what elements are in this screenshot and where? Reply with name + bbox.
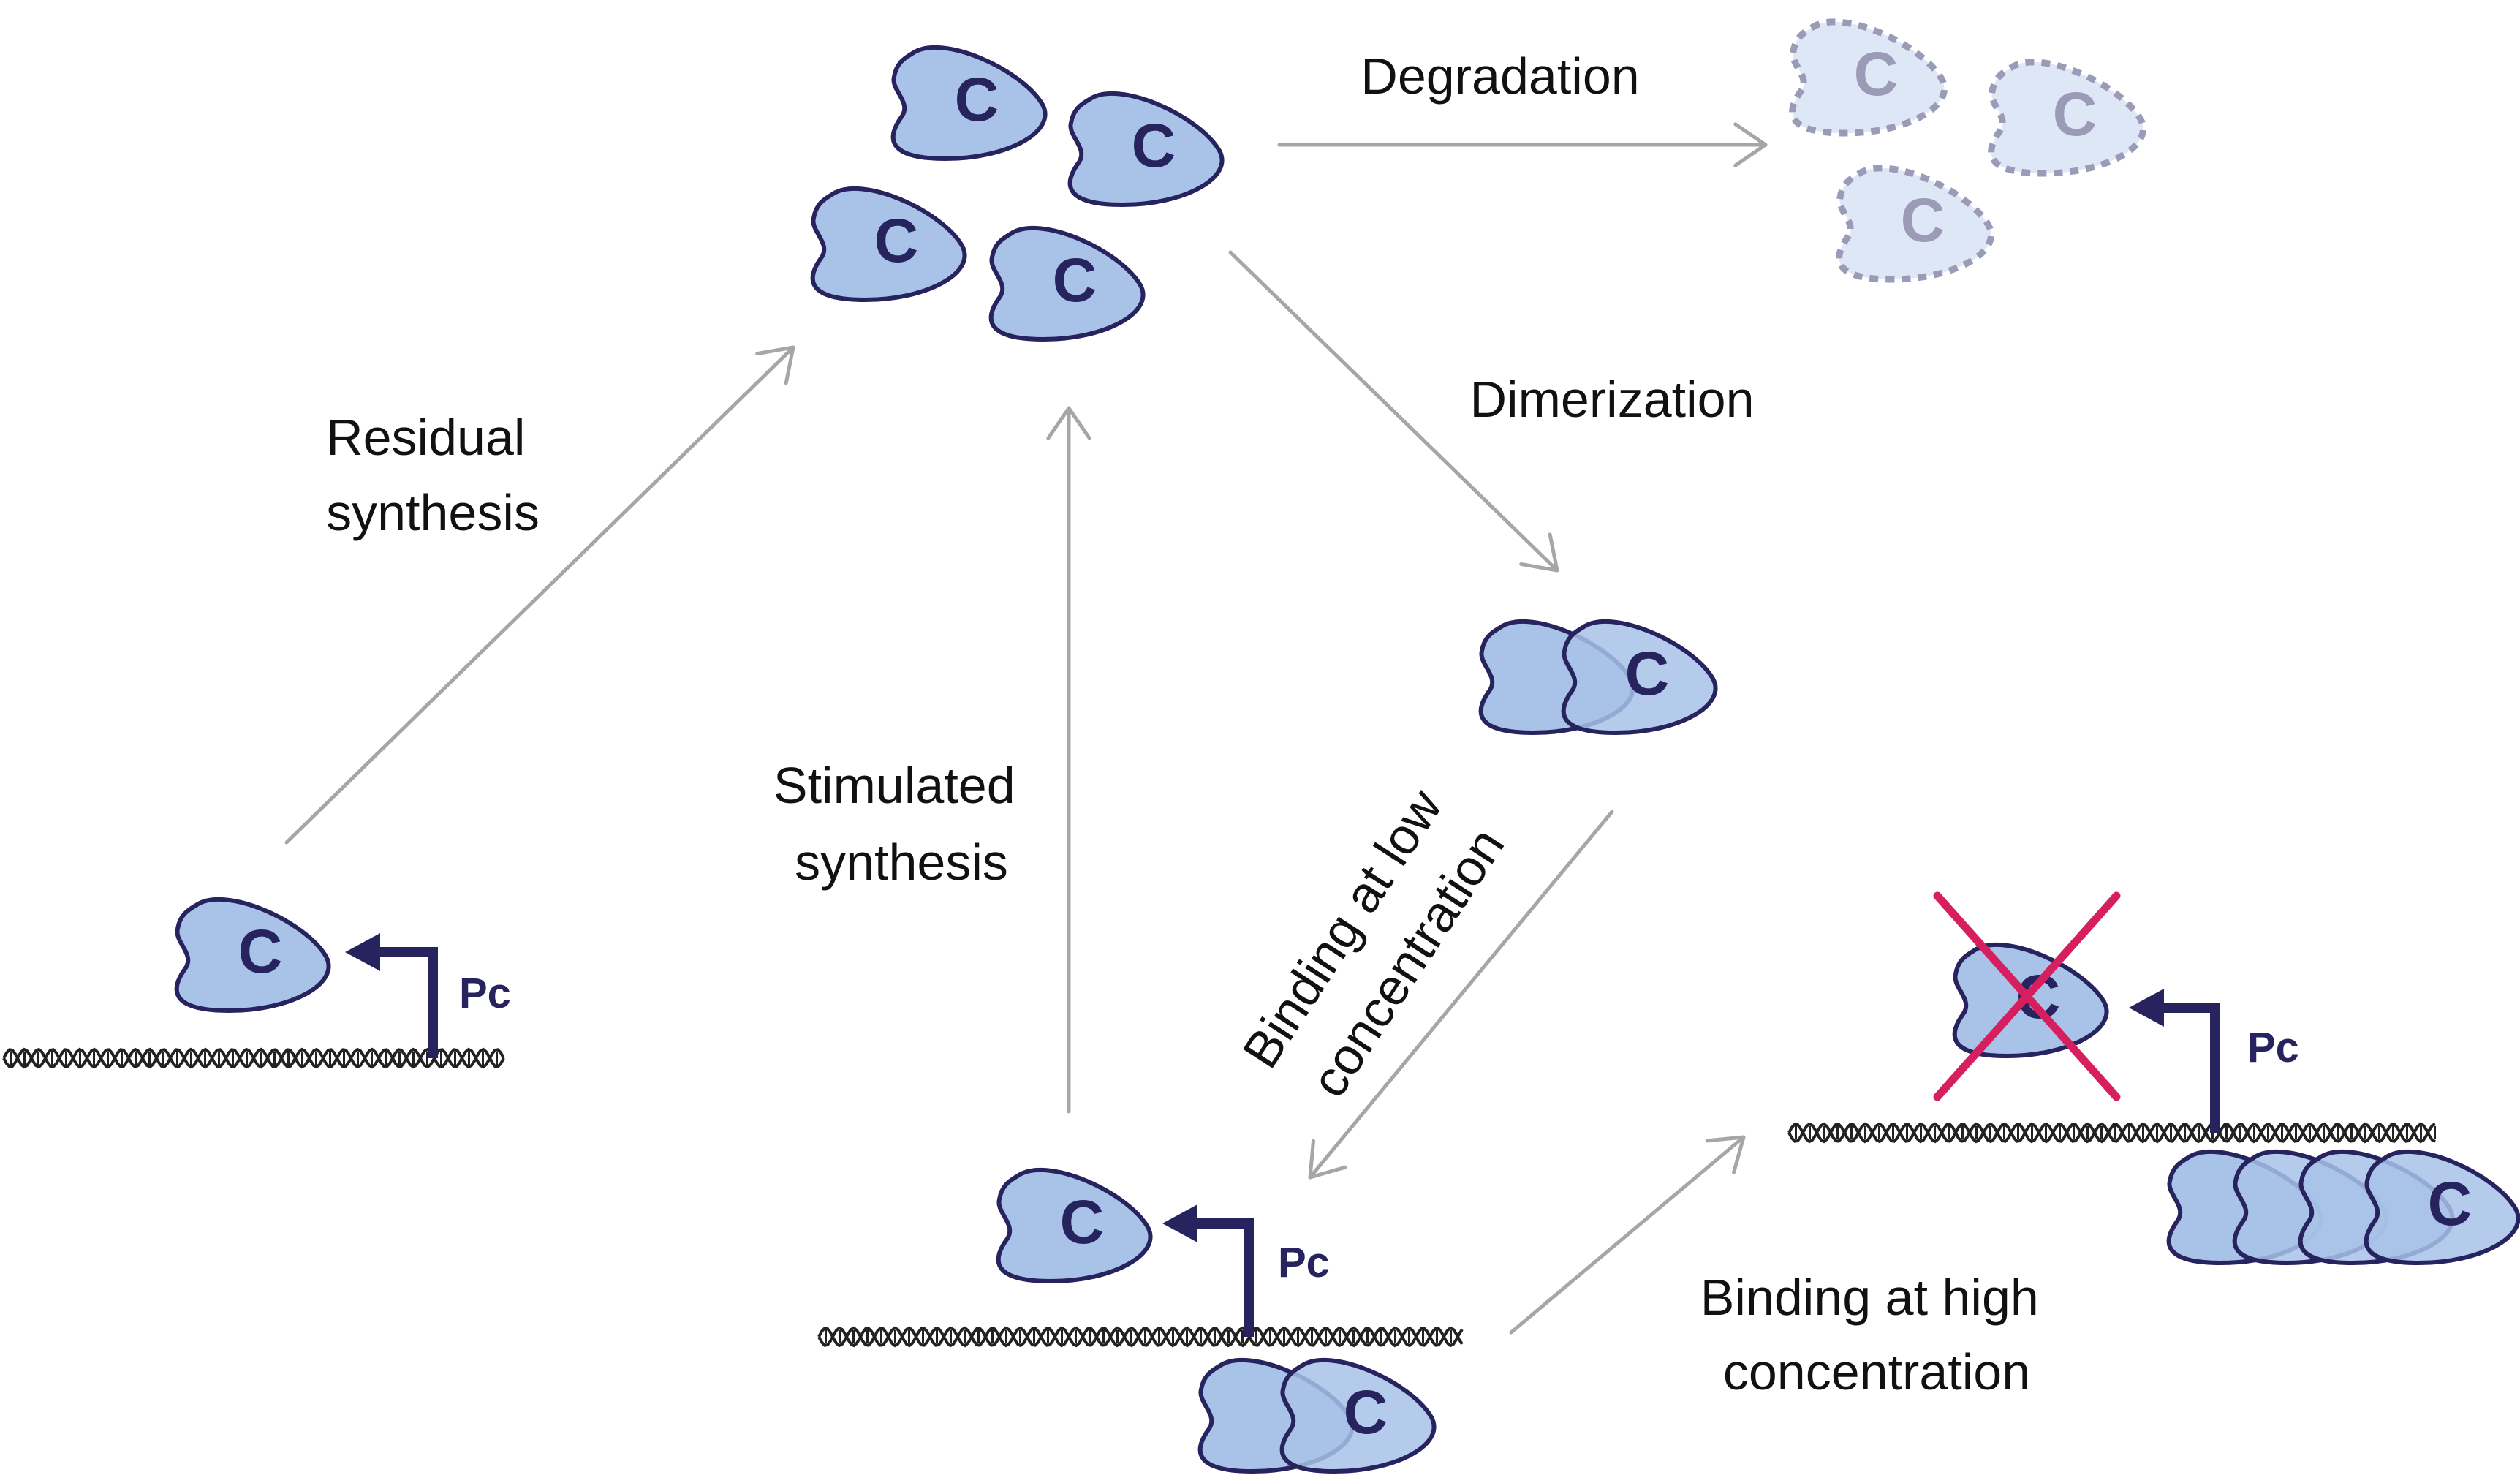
protein-degraded-1: C [1793,22,1945,133]
arrow-stimulated-synthesis [1046,406,1091,1114]
protein-degraded-3: C [1839,168,1991,279]
label-stimulated-synthesis: Stimulated synthesis [773,757,1029,891]
promoter-label-center: Pc [1278,1239,1330,1286]
promoter-right [2129,989,2220,1133]
protein-dimer-front: C [1564,622,1716,733]
protein-stimulated: C [999,1170,1151,1281]
protein-degraded-2: C [1991,62,2143,173]
label-dimerization: Dimerization [1470,371,1755,428]
protein-bound-dimer-front-letter: C [1344,1378,1388,1446]
protein-cluster-4: C [991,228,1143,339]
arrow-residual-synthesis [284,345,795,845]
protein-cluster-1: C [893,48,1045,159]
protein-cluster-3-letter: C [874,206,919,275]
dna-left [2,1047,505,1069]
dna-right [1787,1122,2436,1144]
promoters [345,933,2220,1337]
protein-residual: C [177,899,329,1011]
promoter-label-left: Pc [459,970,511,1017]
label-residual-line2: synthesis [326,484,540,541]
protein-stimulated-letter: C [1060,1188,1105,1256]
label-residual-synthesis: Residual synthesis [326,409,540,541]
cross-line-2 [1933,891,2121,1101]
arrow-binding-high [1509,1135,1746,1335]
protein-residual-letter: C [238,917,283,986]
protein-cluster-3: C [813,189,965,300]
protein-degraded-1-letter: C [1854,39,1899,108]
promoter-center [1162,1204,1254,1337]
protein-oligomer-4-letter: C [2428,1169,2472,1238]
protein-cluster-4-letter: C [1053,246,1097,314]
arrow-degradation [1277,122,1768,167]
dna-strands [2,1047,2436,1348]
label-binding-high-line1: Binding at high [1700,1269,2039,1326]
inhibition-cross [1933,891,2121,1101]
protein-degraded-2-letter: C [2053,80,2097,148]
protein-bound-dimer-front: C [1282,1360,1434,1471]
protein-cluster-2-letter: C [1132,111,1176,180]
label-binding-high: Binding at high concentration [1700,1269,2054,1400]
promoter-label-right: Pc [2247,1024,2299,1071]
protein-oligomer-4: C [2366,1152,2519,1263]
protein-cluster-1-letter: C [955,65,999,134]
label-binding-high-line2: concentration [1723,1343,2030,1400]
promoter-left [345,933,438,1058]
arrow-dimerization [1228,250,1559,573]
process-arrows [284,122,1768,1335]
label-residual-line1: Residual [326,409,525,466]
protein-cluster-2: C [1070,94,1222,205]
protein-dimer-front-letter: C [1625,639,1670,708]
labels: Degradation Dimerization Residual synthe… [326,48,2299,1400]
protein-degraded-3-letter: C [1901,186,1945,254]
label-binding-low: Binding at low concentration [1232,768,1522,1118]
arrow-binding-low [1308,810,1614,1180]
label-degradation: Degradation [1361,48,1639,105]
dna-center [817,1326,1464,1348]
label-stimulated-line2: synthesis [795,834,1008,891]
label-stimulated-line1: Stimulated [773,757,1015,814]
